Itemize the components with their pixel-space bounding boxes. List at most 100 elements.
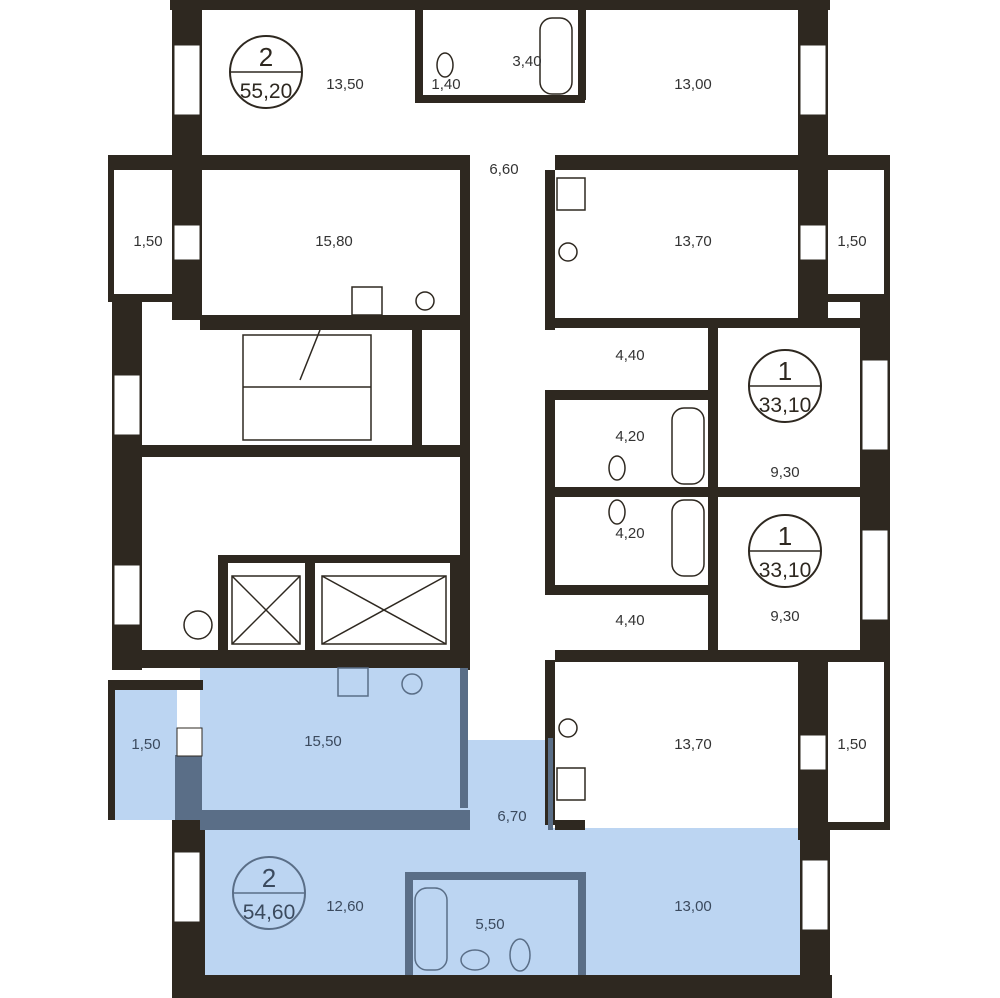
room-area: 1,50: [131, 736, 160, 753]
room-area: 1,50: [133, 233, 162, 250]
room-area: 4,20: [615, 525, 644, 542]
wall: [578, 10, 586, 100]
bathtub-icon: [414, 887, 448, 971]
badge-total-area: 54,60: [243, 901, 296, 924]
badge-room-count: 1: [778, 356, 792, 386]
apartment-badge-selected[interactable]: 254,60: [232, 856, 306, 930]
room-area: 4,40: [615, 612, 644, 629]
stove-icon: [351, 286, 383, 316]
room-area: 13,70: [674, 233, 712, 250]
room-area: 6,70: [497, 808, 526, 825]
stove-icon: [556, 177, 586, 211]
wall: [460, 170, 470, 670]
window: [799, 734, 827, 771]
wall: [884, 660, 890, 830]
apartment-badge[interactable]: 133,10: [748, 349, 822, 423]
wall: [884, 155, 890, 300]
window: [799, 44, 827, 116]
room-area: 9,30: [770, 608, 799, 625]
room-area: 9,30: [770, 464, 799, 481]
wall: [172, 975, 832, 998]
badge-room-count: 2: [262, 863, 276, 893]
window: [173, 44, 201, 116]
room-area: 15,50: [304, 733, 342, 750]
wall: [415, 95, 585, 103]
sink-icon: [401, 673, 423, 695]
selected-wall: [548, 738, 553, 830]
wall: [545, 585, 715, 595]
window: [799, 224, 827, 261]
window: [861, 529, 889, 621]
window: [113, 564, 141, 626]
room-area: 1,50: [837, 736, 866, 753]
stove-icon: [337, 667, 369, 697]
selected-wall: [460, 668, 468, 808]
wall: [555, 820, 585, 830]
windows: [113, 44, 889, 931]
room-area: 4,40: [615, 347, 644, 364]
room-area: 1,50: [837, 233, 866, 250]
room-area: 13,70: [674, 736, 712, 753]
bathtub-icon: [671, 499, 705, 577]
room-area: 13,00: [674, 76, 712, 93]
wall: [200, 315, 470, 330]
sink-icon: [558, 242, 578, 262]
wall: [108, 294, 202, 302]
badge-total-area: 33,10: [759, 394, 812, 417]
sink-icon: [415, 291, 435, 311]
elevator-icon: [321, 575, 447, 645]
sink-icon: [460, 949, 490, 971]
wall: [545, 390, 715, 400]
bathtub-icon: [671, 407, 705, 485]
window: [173, 224, 201, 261]
wall: [800, 822, 890, 830]
wall: [800, 294, 890, 302]
selected-wall: [405, 875, 413, 975]
toilet-icon: [509, 938, 531, 972]
room-area: 15,80: [315, 233, 353, 250]
apartment-badge[interactable]: 133,10: [748, 514, 822, 588]
room-area: 4,20: [615, 428, 644, 445]
selected-wall: [405, 872, 585, 880]
stairs-icon: [299, 329, 321, 381]
wall: [450, 555, 460, 655]
wall: [218, 555, 460, 563]
toilet-icon: [608, 499, 626, 525]
toilet-icon: [436, 52, 454, 78]
apartment-badge[interactable]: 255,20: [229, 35, 303, 109]
room-area: 12,60: [326, 898, 364, 915]
badge-total-area: 55,20: [240, 80, 293, 103]
window: [801, 859, 829, 931]
wall: [112, 650, 467, 668]
wall: [412, 330, 422, 450]
room-area: 13,00: [674, 898, 712, 915]
wall: [415, 10, 423, 100]
room-area: 5,50: [475, 916, 504, 933]
wall: [170, 0, 830, 10]
elevator-icon: [231, 575, 301, 645]
selected-room-fill: [200, 668, 467, 816]
selected-room-fill: [115, 690, 177, 820]
window: [113, 374, 141, 436]
stove-icon: [556, 767, 586, 801]
selected-wall: [578, 872, 586, 975]
wall: [545, 487, 890, 497]
badge-total-area: 33,10: [759, 559, 812, 582]
selected-apartment[interactable]: [115, 668, 802, 975]
room-area: 3,40: [512, 53, 541, 70]
bathtub-icon: [539, 17, 573, 95]
room-area: 6,60: [489, 161, 518, 178]
room-area: 13,50: [326, 76, 364, 93]
wall: [140, 445, 465, 457]
selected-wall: [175, 755, 202, 820]
wall: [218, 555, 228, 655]
elevator-icon: [321, 575, 447, 645]
selected-room-fill: [465, 740, 550, 832]
fixtures: [183, 17, 705, 972]
wall: [555, 318, 890, 328]
wall: [108, 155, 114, 300]
window: [173, 851, 201, 923]
wall: [108, 680, 115, 820]
